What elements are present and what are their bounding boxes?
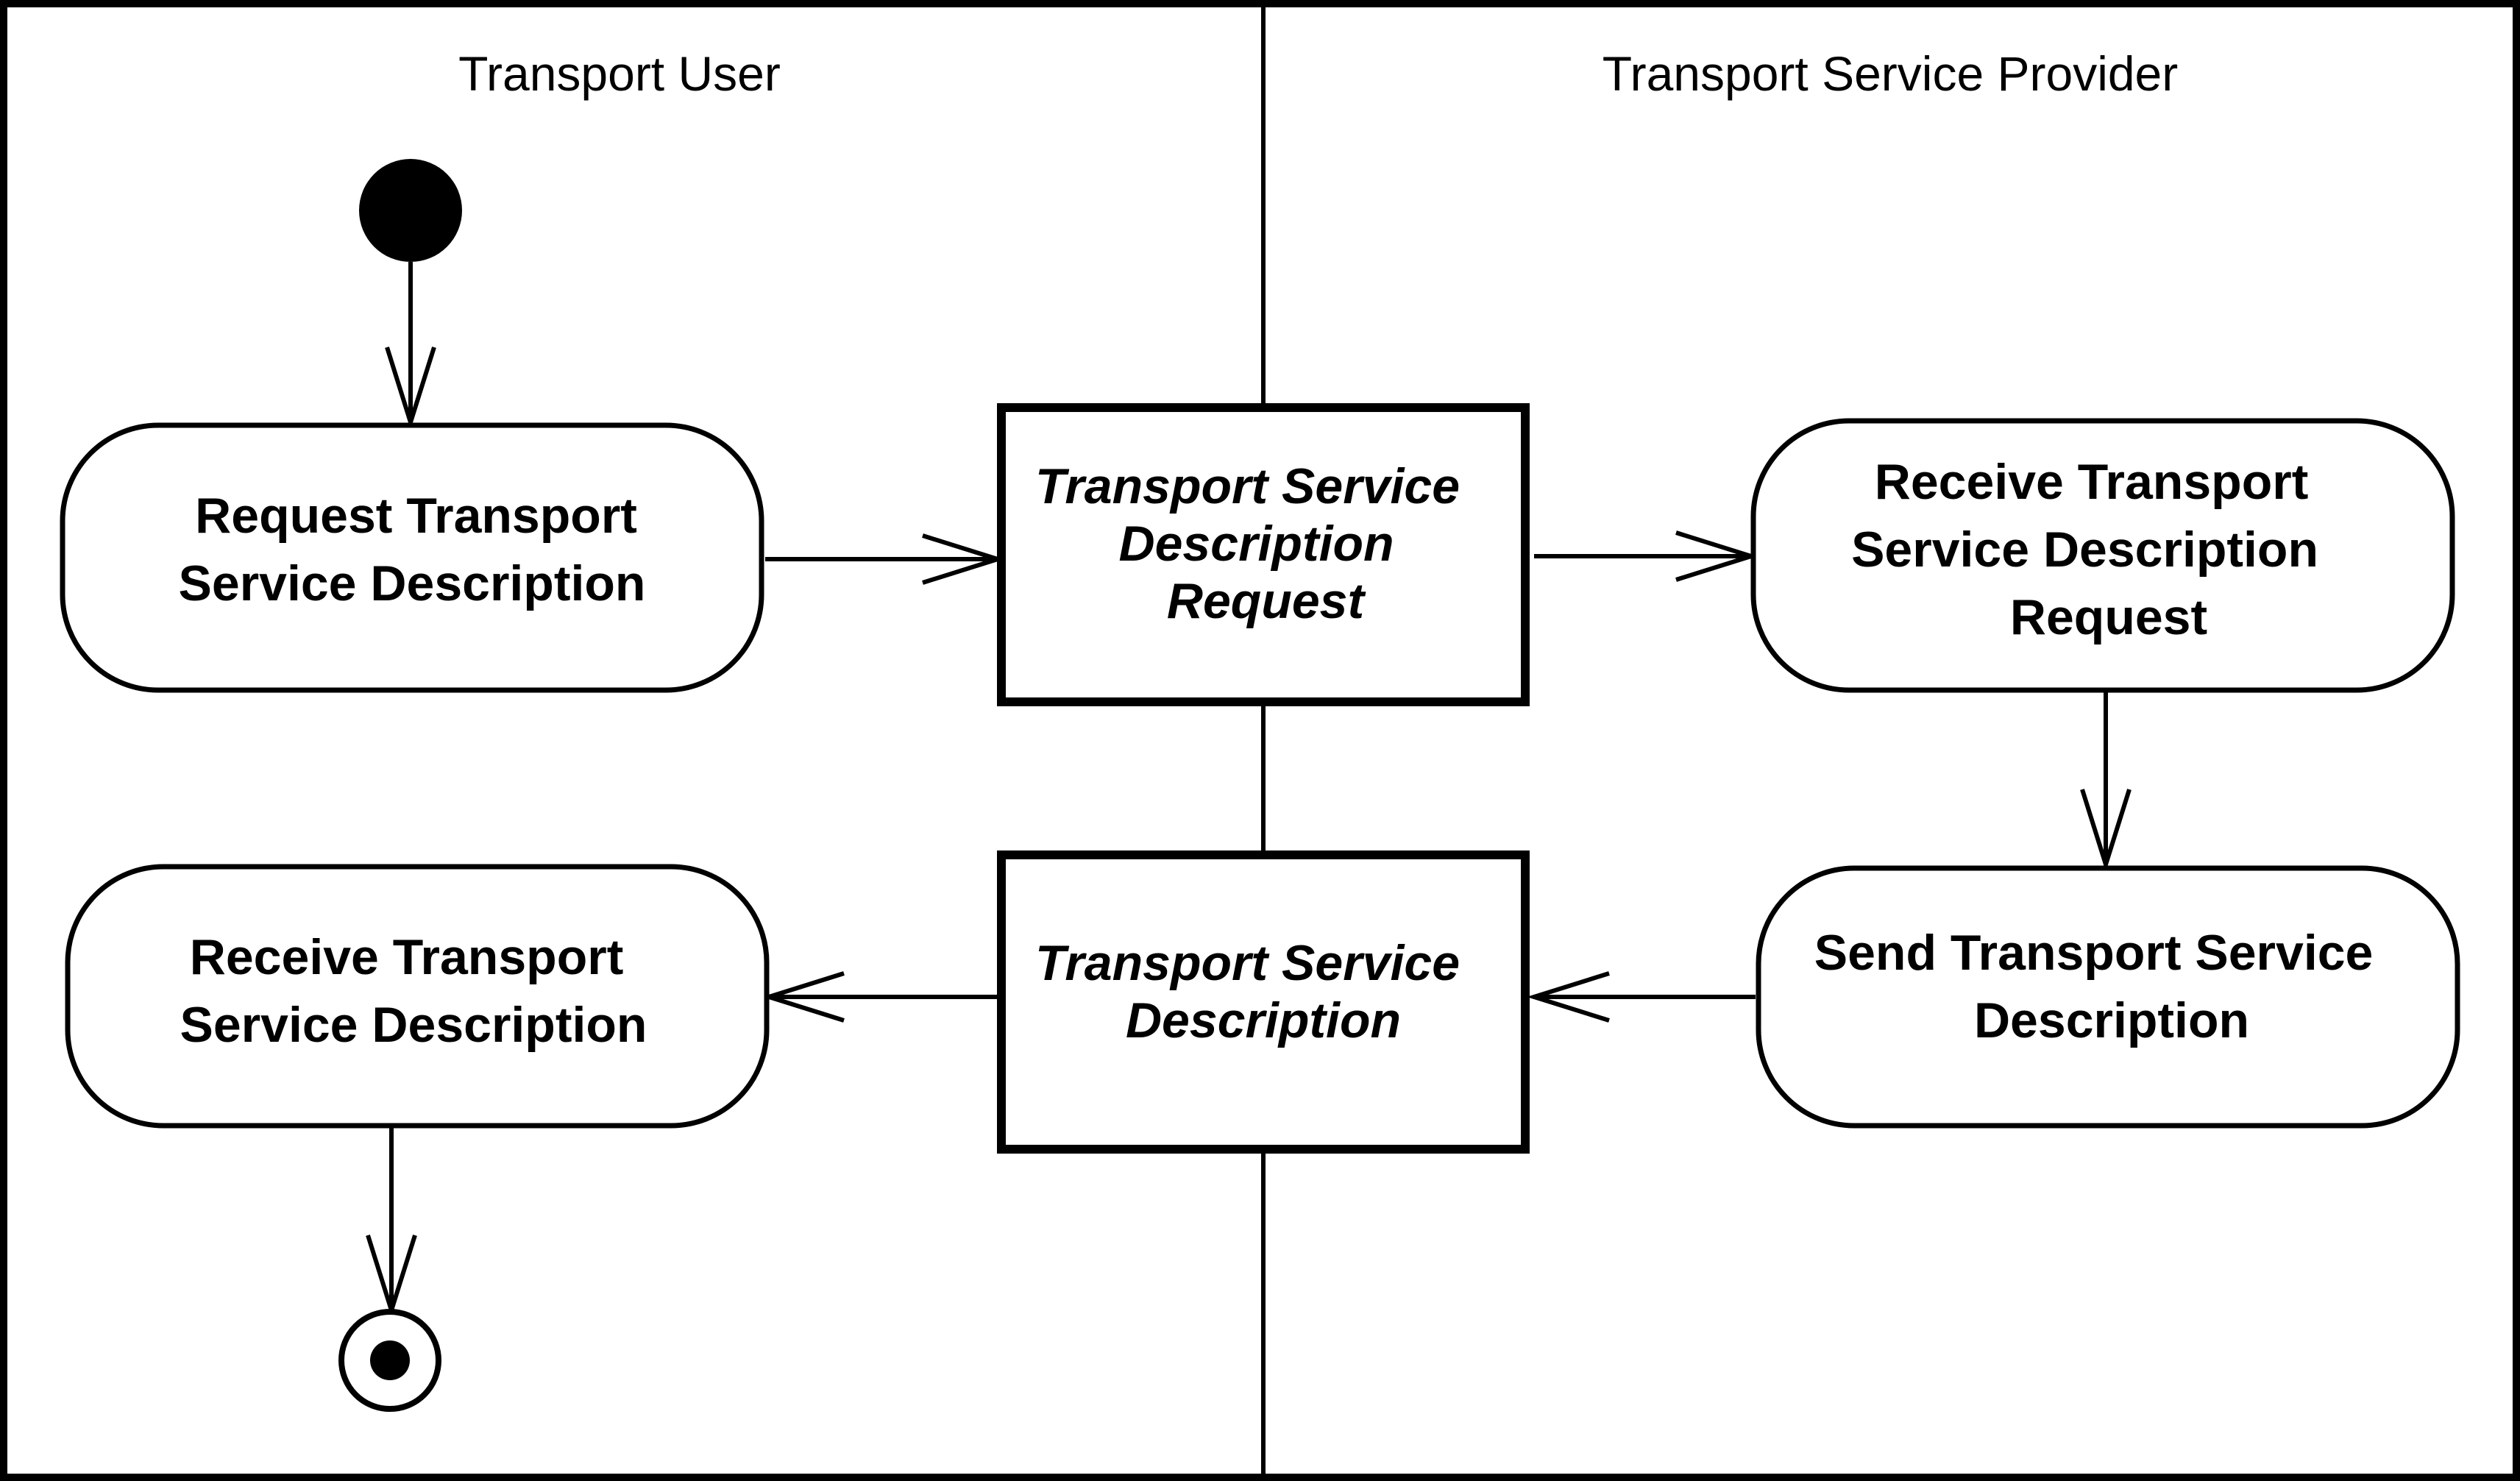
final-node (338, 1309, 441, 1412)
object-transport-service-description: Transport Service Description (997, 850, 1530, 1154)
action-request-line-1: Request Transport (195, 488, 637, 544)
initial-node (359, 159, 462, 262)
action-request-transport-service-description: Request Transport Service Description (60, 422, 764, 693)
object-transport-service-description-request: Transport Service Description Request (997, 403, 1530, 706)
object-request-line-3: Request (1167, 573, 1366, 629)
arrowhead-send-to-object (1526, 971, 1610, 1023)
lane-title-transport-service-provider: Transport Service Provider (1602, 46, 2179, 101)
arrowhead-receive-request-to-send (2080, 789, 2132, 873)
action-receive-transport-service-description: Receive Transport Service Description (65, 864, 770, 1129)
object-request-line-2: Description (1119, 516, 1394, 572)
arrowhead-initial-to-request (385, 347, 436, 430)
svg-text:Transport Service Descri: Transport Service Description Request (1035, 458, 1474, 629)
action-send-line-1: Send Transport Service (1814, 925, 2374, 981)
action-receive-line-1: Receive Transport (190, 929, 624, 985)
action-send-line-2: Description (1974, 992, 2249, 1048)
object-description-line-2: Description (1126, 992, 1401, 1048)
svg-text:Transport Service Descri: Transport Service Description (1035, 935, 1474, 1048)
object-description-line-1: Transport Service (1035, 935, 1460, 991)
svg-text:Receive Transport Servic: Receive Transport Service Description Re… (1851, 454, 2332, 645)
action-receive-request-line-2: Service Description (1851, 522, 2318, 578)
svg-text:Request Transport Servic: Request Transport Service Description (179, 488, 651, 611)
action-send-transport-service-description: Send Transport Service Description (1756, 865, 2460, 1129)
action-receive-request-line-3: Request (2010, 589, 2207, 645)
lane-title-transport-user: Transport User (458, 46, 781, 101)
action-receive-line-2: Service Description (180, 997, 647, 1053)
action-receive-transport-service-description-request: Receive Transport Service Description Re… (1750, 418, 2455, 693)
svg-text:Receive Transport Servic: Receive Transport Service Description (180, 929, 647, 1053)
object-request-line-1: Transport Service (1035, 458, 1460, 514)
svg-text:Send Transport Service D: Send Transport Service Description (1814, 925, 2388, 1048)
action-receive-request-line-1: Receive Transport (1875, 454, 2309, 510)
action-request-line-2: Service Description (179, 555, 646, 611)
